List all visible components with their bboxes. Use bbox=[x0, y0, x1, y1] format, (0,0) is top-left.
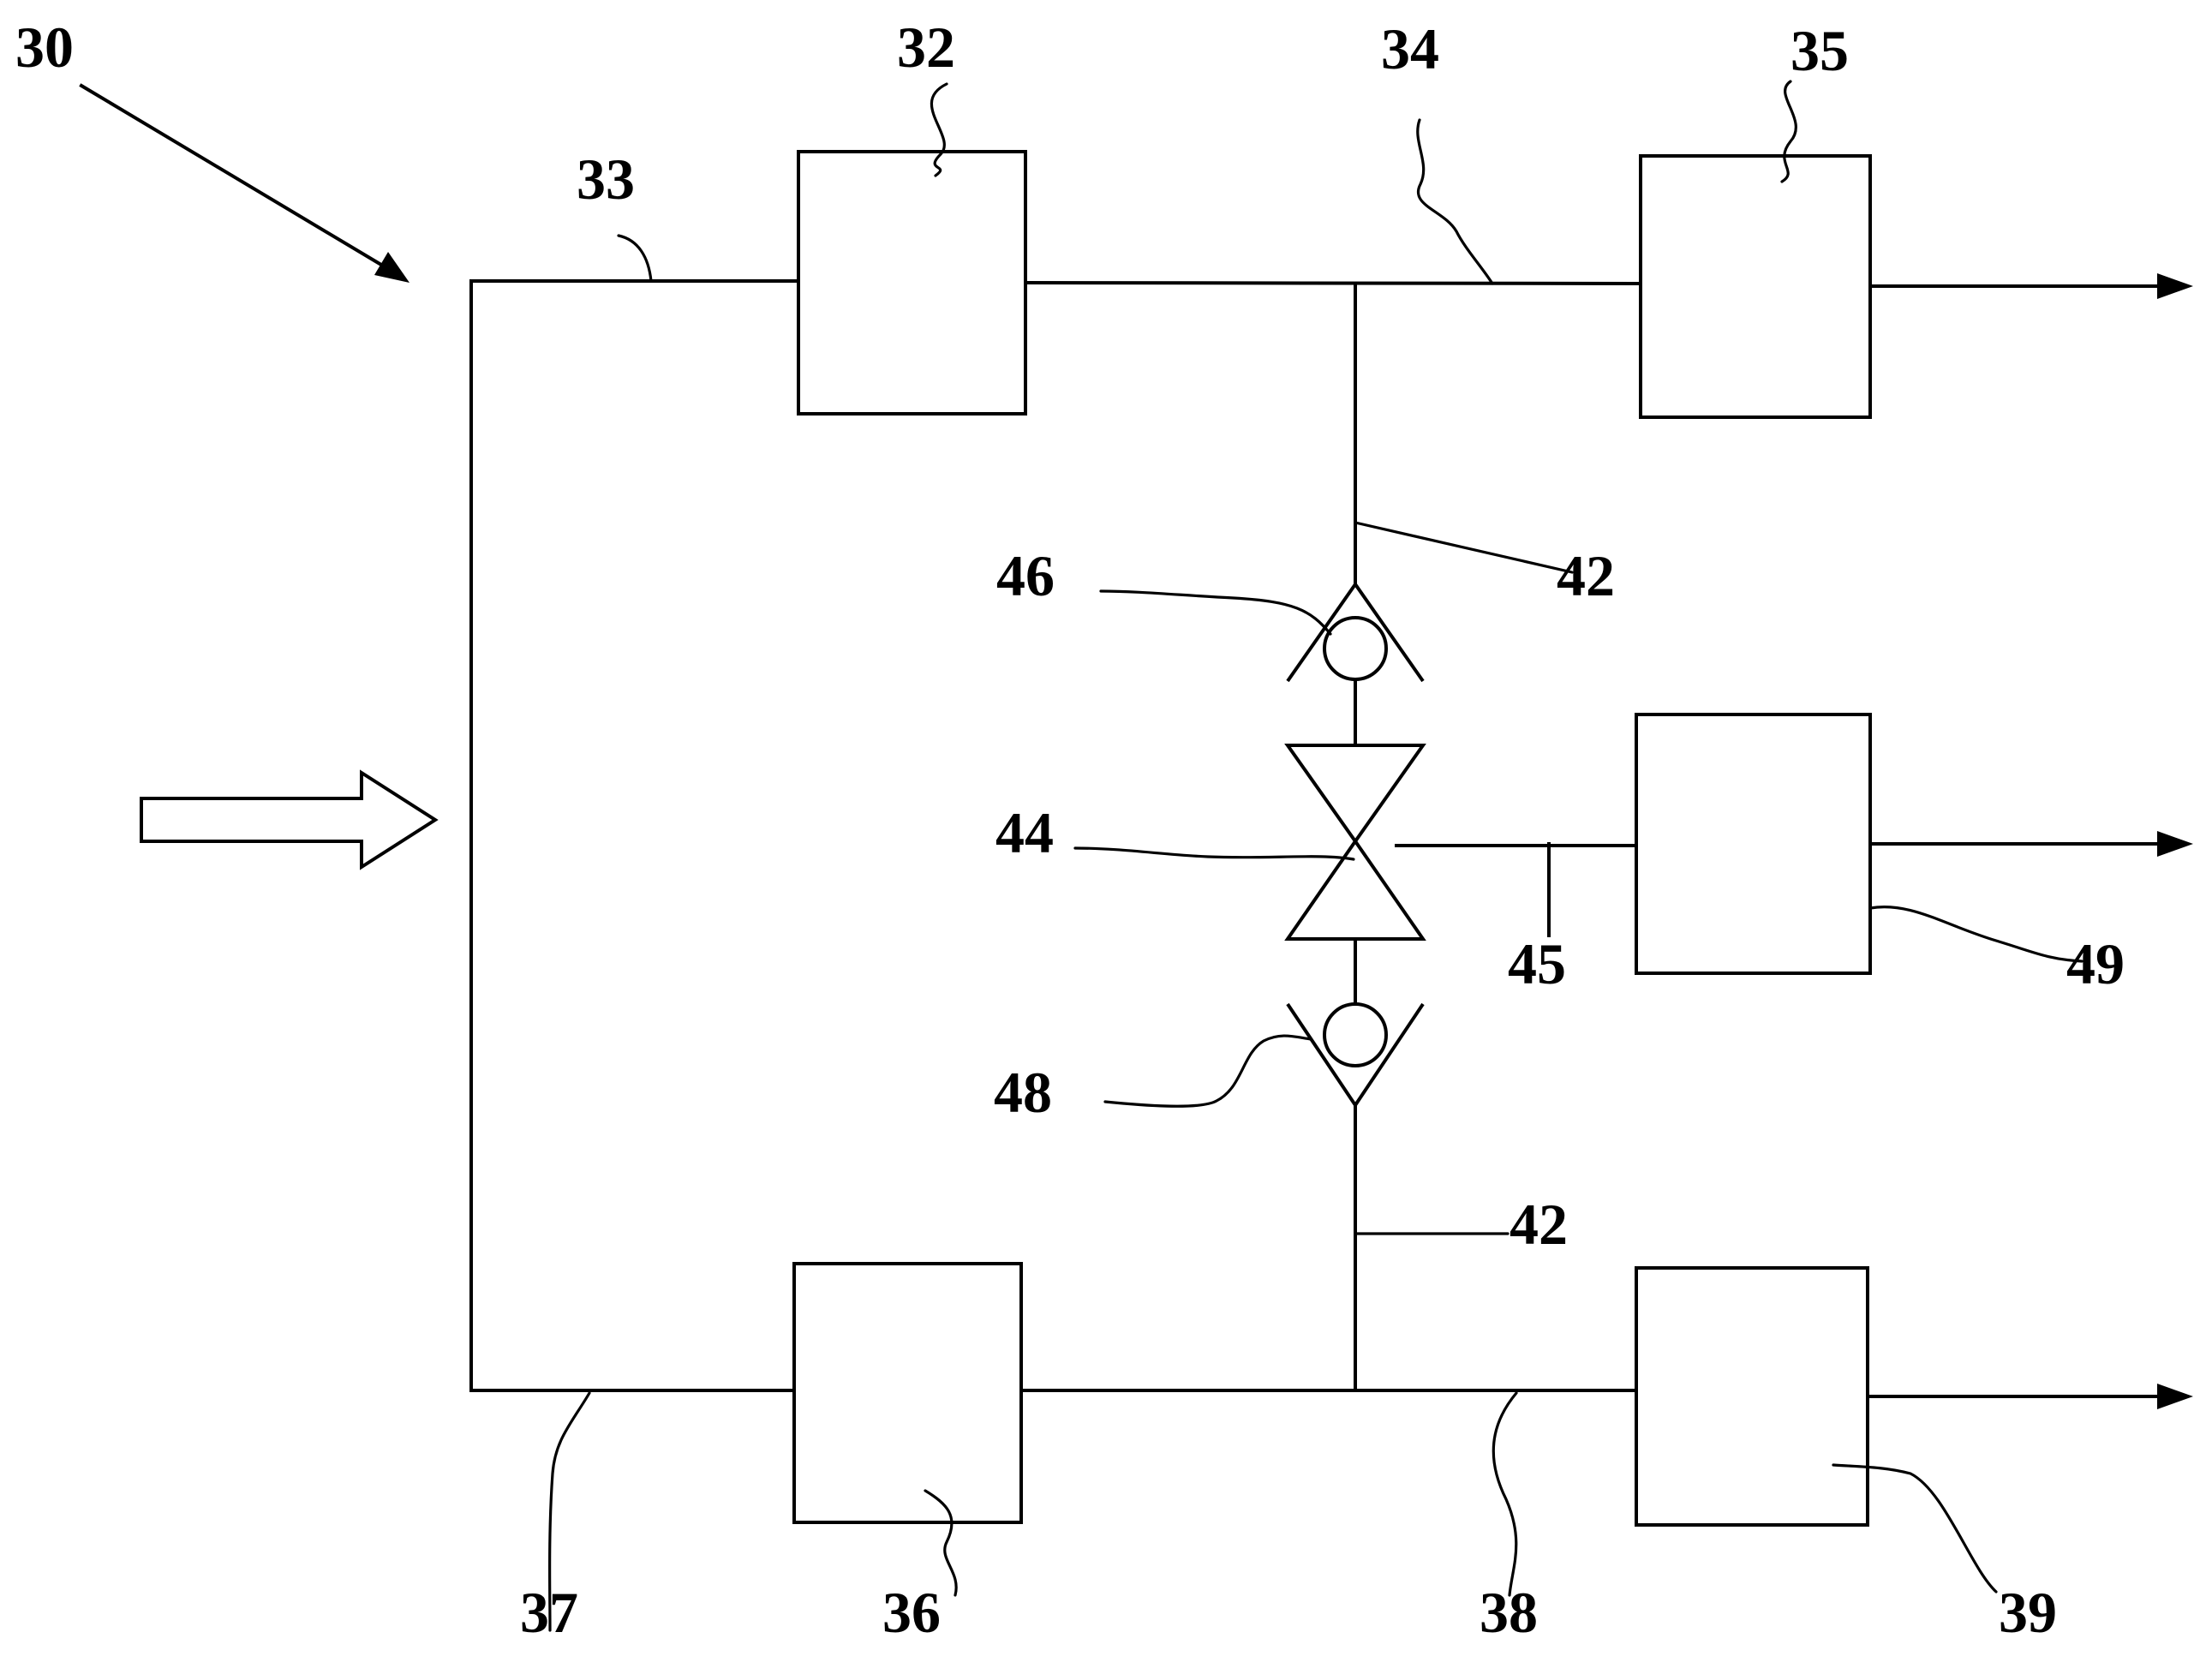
label-33: 33 bbox=[577, 146, 635, 212]
box-32 bbox=[797, 150, 1027, 416]
label-38: 38 bbox=[1480, 1580, 1538, 1645]
label-34: 34 bbox=[1381, 16, 1439, 81]
label-42-upper: 42 bbox=[1557, 543, 1615, 608]
box-49 bbox=[1635, 713, 1872, 975]
output-arrowhead-bottom bbox=[2157, 1384, 2193, 1409]
output-arrowhead-top bbox=[2157, 273, 2193, 299]
system-pointer-arrow bbox=[79, 83, 410, 283]
main-lines bbox=[469, 279, 2161, 1398]
check-valve-46 bbox=[1286, 581, 1425, 683]
label-45: 45 bbox=[1508, 931, 1566, 996]
box-35 bbox=[1639, 154, 1872, 419]
label-44: 44 bbox=[995, 800, 1054, 865]
label-32: 32 bbox=[897, 15, 955, 80]
label-46: 46 bbox=[996, 543, 1055, 608]
label-35: 35 bbox=[1791, 18, 1849, 83]
output-arrowhead-middle bbox=[2157, 831, 2193, 857]
label-49: 49 bbox=[2066, 931, 2125, 996]
label-36: 36 bbox=[882, 1580, 941, 1645]
leader-lines bbox=[548, 80, 2083, 1632]
valve-44 bbox=[1284, 744, 1426, 941]
label-42-lower: 42 bbox=[1510, 1192, 1568, 1257]
box-36 bbox=[792, 1262, 1023, 1524]
check-valve-48 bbox=[1286, 1002, 1425, 1109]
input-flow-arrow bbox=[140, 769, 439, 870]
box-39 bbox=[1635, 1266, 1869, 1527]
label-37: 37 bbox=[520, 1580, 578, 1645]
label-39: 39 bbox=[1999, 1580, 2057, 1645]
label-30: 30 bbox=[15, 15, 74, 80]
label-48: 48 bbox=[994, 1060, 1052, 1125]
